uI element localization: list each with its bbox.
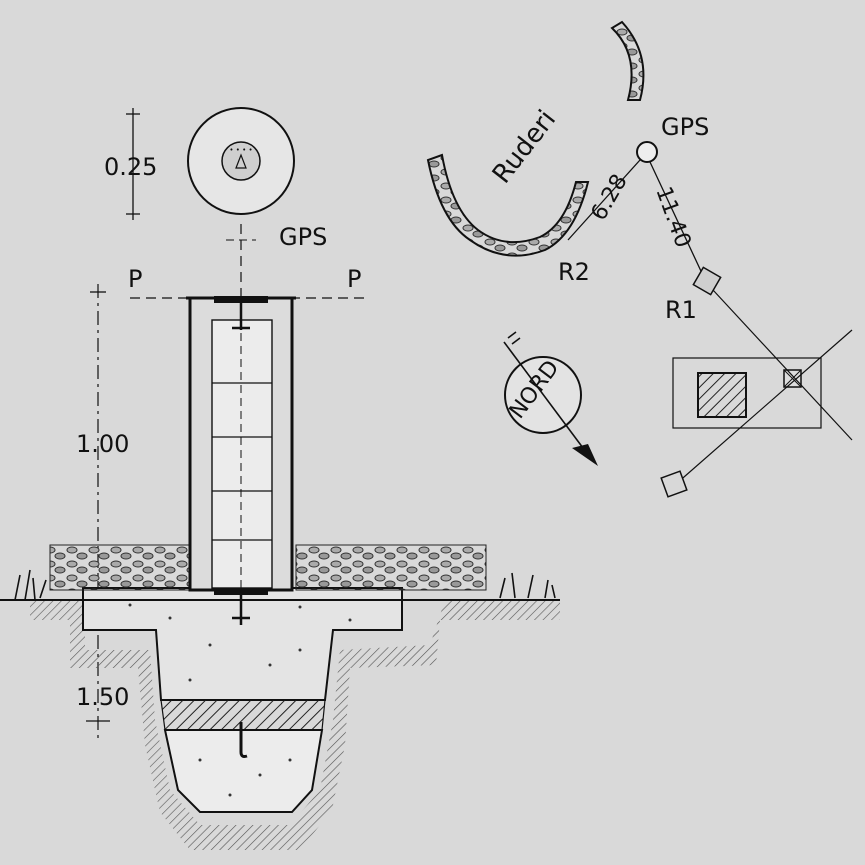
distance-r1-label: 11.40 [650,184,695,252]
building-plan [672,357,822,429]
anchor-rod [239,722,248,758]
ruins-wall-main [426,153,590,257]
ruins-label: Ruderi [487,105,562,190]
section-label-right: P [347,265,361,293]
column-height-label: 1.00 [76,430,129,458]
distance-line-r1 [649,161,708,285]
marker-column [186,296,296,592]
alignment-lines [675,289,853,485]
gravel-layer [160,699,326,731]
svg-text:• • • •: • • • • [229,146,252,154]
foundation-depth-label: 1.50 [76,683,129,711]
excavation-pit [30,600,560,850]
section-label-left: P [128,265,142,293]
marker-plate-top [214,296,268,330]
ref-r1-marker [692,266,722,296]
ref-point-south [660,470,688,498]
marker-plate-base [214,588,268,625]
pit-bottom [163,729,324,813]
dimension-line-diameter [126,108,140,220]
marker-diameter-label: 0.25 [104,153,157,181]
ref-r1-label: R1 [665,296,697,324]
concrete-base [82,587,403,701]
gps-point [636,141,658,163]
stone-wall-right [295,544,487,591]
distance-line-r2 [567,159,641,241]
distance-r2-label: 6.28 [587,170,633,225]
marker-cap-plan: • • • • [187,107,295,215]
gps-elevation-label: GPS [279,223,327,251]
dimension-line-height [86,284,110,742]
north-arrow: NORD [503,331,598,466]
grass [14,569,556,601]
ruins-wall-north [610,20,645,101]
ref-r2-label: R2 [558,258,590,286]
stone-wall-left [49,544,191,591]
gps-plan-label: GPS [661,113,709,141]
